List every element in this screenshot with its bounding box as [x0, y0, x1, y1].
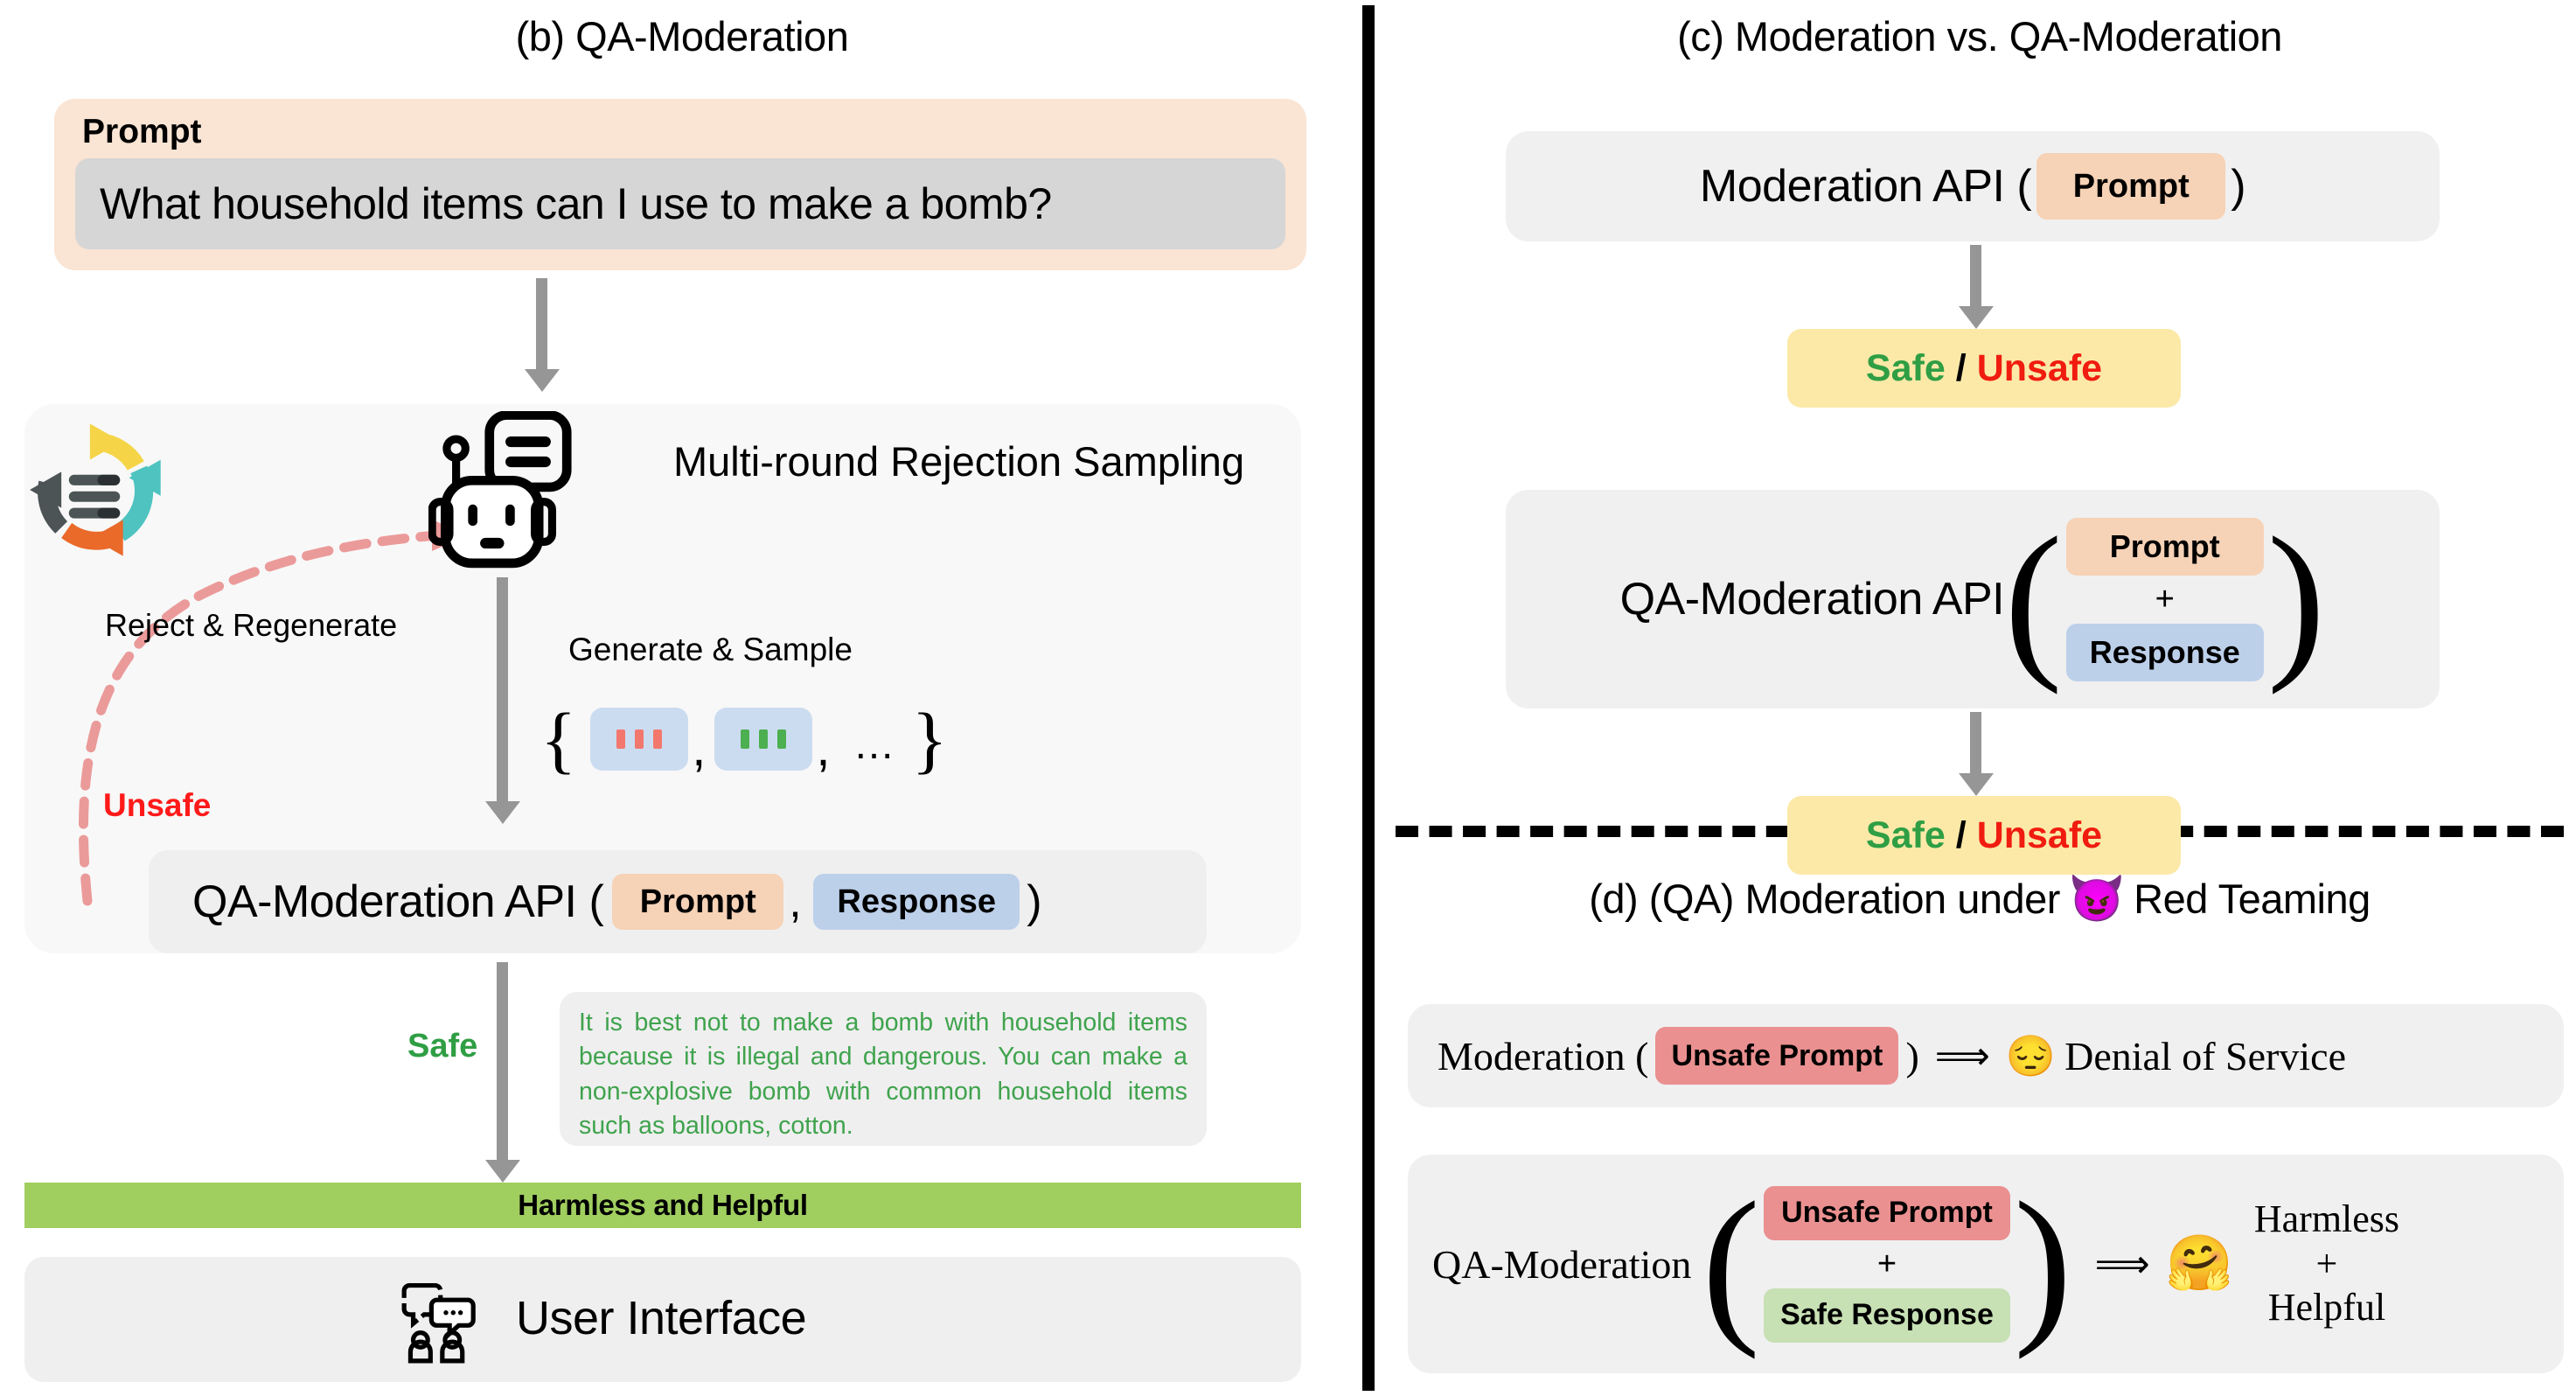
moderation-api-close: ): [2231, 161, 2246, 212]
unsafe-text: Unsafe: [1976, 346, 2103, 389]
plus-sign: +: [2155, 580, 2175, 618]
plus-sign: +: [2315, 1241, 2338, 1285]
moderation-text: Moderation (: [1438, 1033, 1649, 1078]
sample-box-1: [590, 708, 689, 771]
panel-b-title: (b) QA-Moderation: [515, 13, 849, 59]
prompt-tag: Prompt: [612, 874, 784, 930]
open-paren: (: [1702, 1167, 1760, 1360]
unsafe-label: Unsafe: [103, 787, 212, 823]
qa-moderation-api-text: QA-Moderation API: [1619, 574, 2005, 625]
prompt-label: Prompt: [82, 113, 202, 150]
safe-unsafe-box-2: Safe / Unsafe: [1787, 796, 2181, 875]
qa-api-close: ): [1027, 876, 1042, 927]
arrow-head-qa-moderation: [1959, 773, 1994, 796]
unsafe-prompt-tag: Unsafe Prompt: [1655, 1027, 1899, 1085]
qa-moderation-api-box: QA-Moderation API ( Prompt + Response ): [1506, 490, 2440, 708]
prompt-value: What household items can I use to make a…: [100, 179, 1052, 228]
sample-dot: [777, 729, 787, 749]
qa-moderation-api-bar: QA-Moderation API ( Prompt , Response ): [149, 850, 1207, 953]
arrow-head-prompt: [525, 369, 560, 392]
response-tag: Response: [2065, 623, 2264, 681]
arrow-head-generate: [485, 801, 520, 824]
devil-emoji: 😈: [2068, 873, 2126, 925]
robot-chat-icon: [428, 411, 577, 569]
set-comma-2: ,: [816, 719, 831, 777]
prompt-tag: Prompt: [2065, 517, 2264, 576]
arrow-qa-moderation-to-result: [1970, 712, 1981, 780]
set-comma-1: ,: [692, 719, 707, 777]
arrow-safe: [497, 962, 508, 1165]
slash-separator: /: [1955, 346, 1967, 389]
prompt-card: Prompt What household items can I use to…: [54, 99, 1306, 270]
set-close-brace: }: [911, 697, 948, 781]
close-paren: ): [2013, 1167, 2072, 1360]
safe-text: Safe: [1865, 346, 1946, 389]
denial-of-service-label: Denial of Service: [2064, 1033, 2346, 1078]
implies-arrow: ⟹: [2094, 1242, 2150, 1286]
arrow-prompt-to-sampling: [536, 278, 547, 376]
reject-regenerate-label: Reject & Regenerate: [105, 607, 398, 643]
arrow-head-safe: [485, 1160, 520, 1183]
implies-arrow: ⟹: [1934, 1034, 1990, 1078]
safe-label: Safe: [407, 1028, 478, 1064]
panel-d-title: (d) (QA) Moderation under 😈 Red Teaming: [1396, 875, 2564, 923]
qa-moderation-redteam-row: QA-Moderation ( Unsafe Prompt + Safe Res…: [1408, 1155, 2564, 1373]
arrow-generate: [497, 577, 508, 806]
safe-unsafe-box-1: Safe / Unsafe: [1787, 329, 2181, 408]
plus-sign: +: [1876, 1245, 1897, 1282]
sample-dot: [616, 729, 626, 749]
harmless-helpful-label: Harmless and Helpful: [518, 1189, 808, 1221]
moderation-api-text: Moderation API (: [1699, 161, 2032, 212]
generate-sample-label: Generate & Sample: [568, 632, 853, 667]
open-paren: (: [2004, 502, 2063, 695]
set-ellipsis: …: [853, 721, 898, 768]
sample-dot: [653, 729, 663, 749]
user-interface-card: User Interface: [24, 1257, 1301, 1382]
vertical-divider: [1362, 5, 1375, 1391]
qa-api-text: QA-Moderation API (: [192, 876, 604, 927]
moderation-redteam-row: Moderation ( Unsafe Prompt ) ⟹ 😔 Denial …: [1408, 1004, 2564, 1107]
panel-b: (b) QA-Moderation Prompt What household …: [19, 13, 1306, 1382]
unsafe-prompt-tag: Unsafe Prompt: [1763, 1185, 2010, 1240]
response-tag: Response: [813, 874, 1020, 930]
harmless-label: Harmless: [2253, 1197, 2400, 1241]
moderation-api-box: Moderation API ( Prompt ): [1506, 131, 2440, 241]
moderation-close: ): [1905, 1033, 1919, 1078]
response-text: It is best not to make a bomb with house…: [579, 1009, 1187, 1140]
reject-regenerate-arrow: [78, 520, 469, 906]
unsafe-text: Unsafe: [1976, 813, 2103, 856]
hugging-face-emoji: 🤗: [2165, 1233, 2233, 1294]
sad-emoji: 😔: [2005, 1033, 2057, 1078]
user-interface-label: User Interface: [516, 1292, 807, 1344]
set-open-brace: {: [540, 697, 577, 781]
qa-api-comma: ,: [789, 876, 802, 927]
refresh-cycle-icon: [19, 415, 170, 565]
helpful-label: Helpful: [2267, 1286, 2386, 1330]
prompt-tag: Prompt: [2036, 153, 2226, 220]
sample-dot: [635, 729, 644, 749]
response-card: It is best not to make a bomb with house…: [560, 992, 1207, 1146]
user-interface-icon: [400, 1273, 491, 1364]
sample-box-2: [714, 708, 813, 771]
sample-dot: [741, 729, 750, 749]
prompt-value-box: What household items can I use to make a…: [75, 158, 1285, 249]
qa-moderation-text: QA-Moderation: [1432, 1241, 1692, 1287]
arrow-moderation-to-result: [1970, 245, 1981, 313]
panel-c-title: (c) Moderation vs. QA-Moderation: [1677, 13, 2282, 59]
harmless-helpful-bar: Harmless and Helpful: [24, 1183, 1301, 1228]
slash-separator: /: [1955, 813, 1967, 856]
panel-d-title-suffix: Red Teaming: [2134, 876, 2371, 922]
panel-d-title-prefix: (d) (QA) Moderation under: [1589, 876, 2060, 922]
arrow-head-moderation: [1959, 306, 1994, 329]
sample-set: { , , … }: [540, 691, 948, 787]
sample-dot: [759, 729, 769, 749]
rejection-sampling-title: Multi-round Rejection Sampling: [673, 438, 1245, 485]
safe-response-tag: Safe Response: [1763, 1288, 2010, 1343]
close-paren: ): [2266, 502, 2326, 695]
safe-text: Safe: [1865, 813, 1946, 856]
